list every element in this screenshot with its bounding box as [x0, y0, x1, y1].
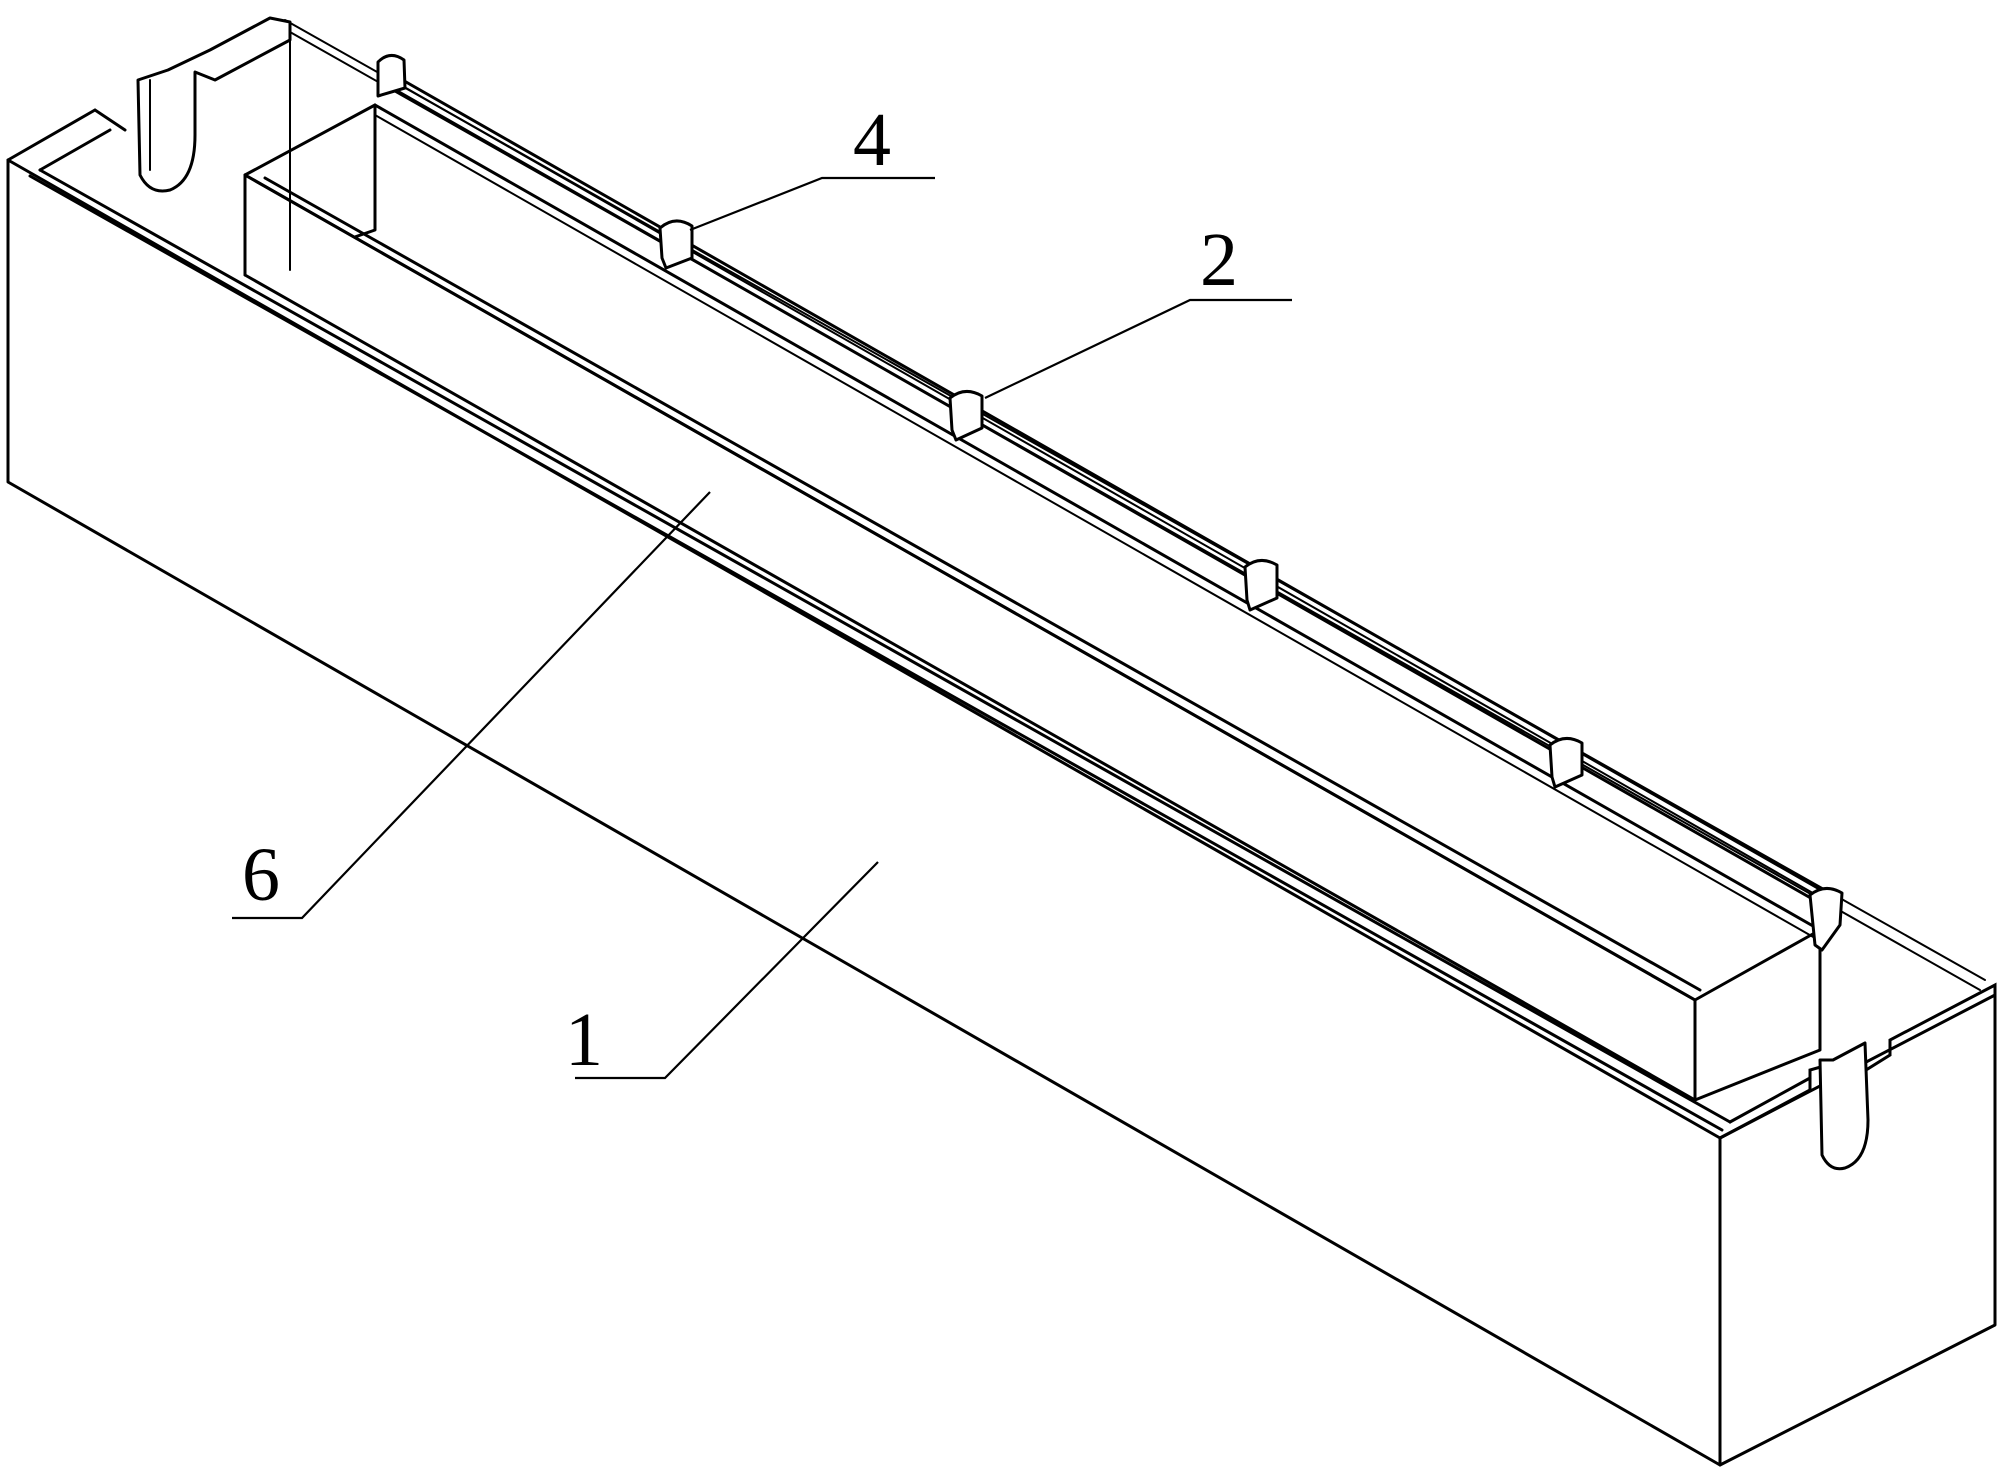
callout-4-label: 4: [853, 98, 891, 182]
inner-box-top-back: [373, 103, 1822, 932]
right-hook-body: [1818, 1041, 1870, 1171]
callout-1-leader: [575, 861, 879, 1080]
outer-box-top-front-inner-2: [28, 174, 1724, 1132]
rail-mid-line: [391, 79, 1826, 901]
left-hook-body: [136, 16, 292, 193]
callout-1-label: 1: [565, 998, 603, 1082]
clip-4: [1243, 559, 1279, 612]
inner-box: [243, 39, 1822, 1102]
inner-box-top-front-inner: [263, 176, 1702, 992]
rail-top-line: [383, 68, 1832, 897]
callout-6: 6: [232, 491, 711, 920]
inner-box-top-front: [243, 173, 1697, 1002]
outer-box-top-front-inner: [38, 168, 1732, 1124]
inner-box-right-end: [1693, 928, 1822, 1102]
outer-box-rim-outer: [6, 108, 127, 162]
callout-1: 1: [565, 861, 879, 1082]
clip-6: [1808, 887, 1844, 952]
outer-box-right-rim-inner: [1728, 1076, 1812, 1124]
callout-4-leader: [689, 176, 935, 232]
clip-5: [1548, 737, 1584, 789]
callout-6-leader: [232, 491, 711, 920]
callout-6-label: 6: [242, 833, 280, 917]
outer-box-front-face: [6, 158, 1722, 1467]
outer-box-rim-inner: [38, 128, 112, 172]
right-hook: [1818, 1041, 1870, 1171]
clip-3: [948, 390, 984, 442]
outer-box: [6, 19, 1997, 1467]
callout-2-leader: [984, 298, 1292, 399]
callout-4: 4: [689, 98, 935, 232]
rail-bottom-line: [383, 82, 1832, 911]
inner-box-top-back-inner: [374, 114, 1816, 939]
rail: [383, 68, 1832, 911]
outer-box-end-face: [1718, 993, 1997, 1467]
callout-2-label: 2: [1200, 218, 1238, 302]
clip-2: [658, 219, 694, 270]
clip-1: [376, 54, 407, 98]
callout-2: 2: [984, 218, 1292, 399]
